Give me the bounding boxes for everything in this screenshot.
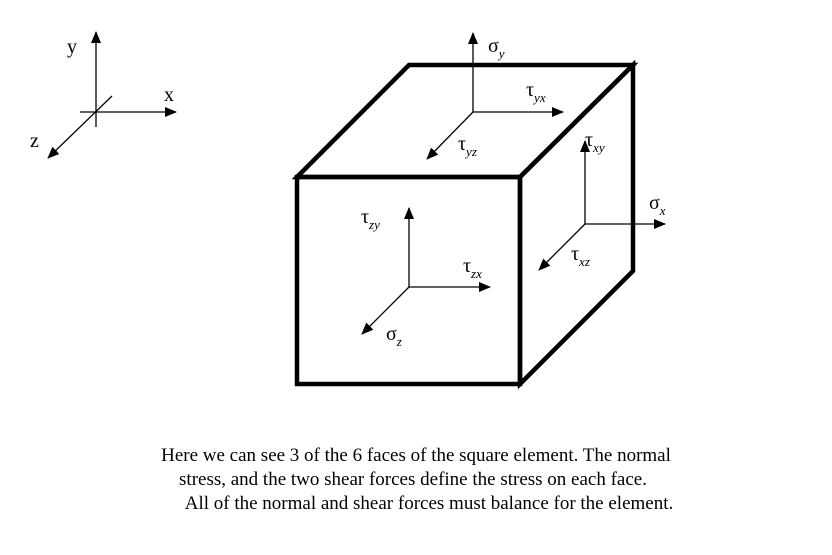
z-axis-arrow <box>47 95 113 159</box>
sigma-y-label: σy <box>488 35 505 61</box>
stress-element-diagram: y x z σy τyx τyz τxy σx τxz <box>30 31 666 390</box>
right-face-arrows <box>538 140 666 271</box>
tau-xy-label: τxy <box>585 129 605 155</box>
tau-zy-label: τzy <box>361 206 380 232</box>
caption-line-2: stress, and the two shear forces define … <box>179 469 647 490</box>
tau-yz-label: τyz <box>458 133 477 159</box>
caption-line-3: All of the normal and shear forces must … <box>184 493 674 514</box>
tau-yz-arrow <box>426 111 474 160</box>
x-axis-label: x <box>164 84 174 106</box>
sigma-x-label: σx <box>649 192 666 218</box>
y-axis-label: y <box>67 36 77 58</box>
right-face <box>517 59 636 390</box>
sigma-z-arrow <box>361 286 410 335</box>
tau-yx-label: τyx <box>526 79 546 105</box>
tau-zx-label: τzx <box>463 255 482 281</box>
front-face-arrows <box>361 207 491 335</box>
coordinate-axes <box>47 31 177 159</box>
cube <box>291 59 639 390</box>
caption: Here we can see 3 of the 6 faces of the … <box>0 444 832 516</box>
tau-xz-label: τxz <box>571 243 590 269</box>
z-axis-label: z <box>30 130 39 152</box>
top-face-arrows <box>426 32 564 160</box>
caption-line-1: Here we can see 3 of the 6 faces of the … <box>161 445 671 466</box>
tau-xz-arrow <box>538 223 586 271</box>
sigma-z-label: σz <box>386 323 402 349</box>
